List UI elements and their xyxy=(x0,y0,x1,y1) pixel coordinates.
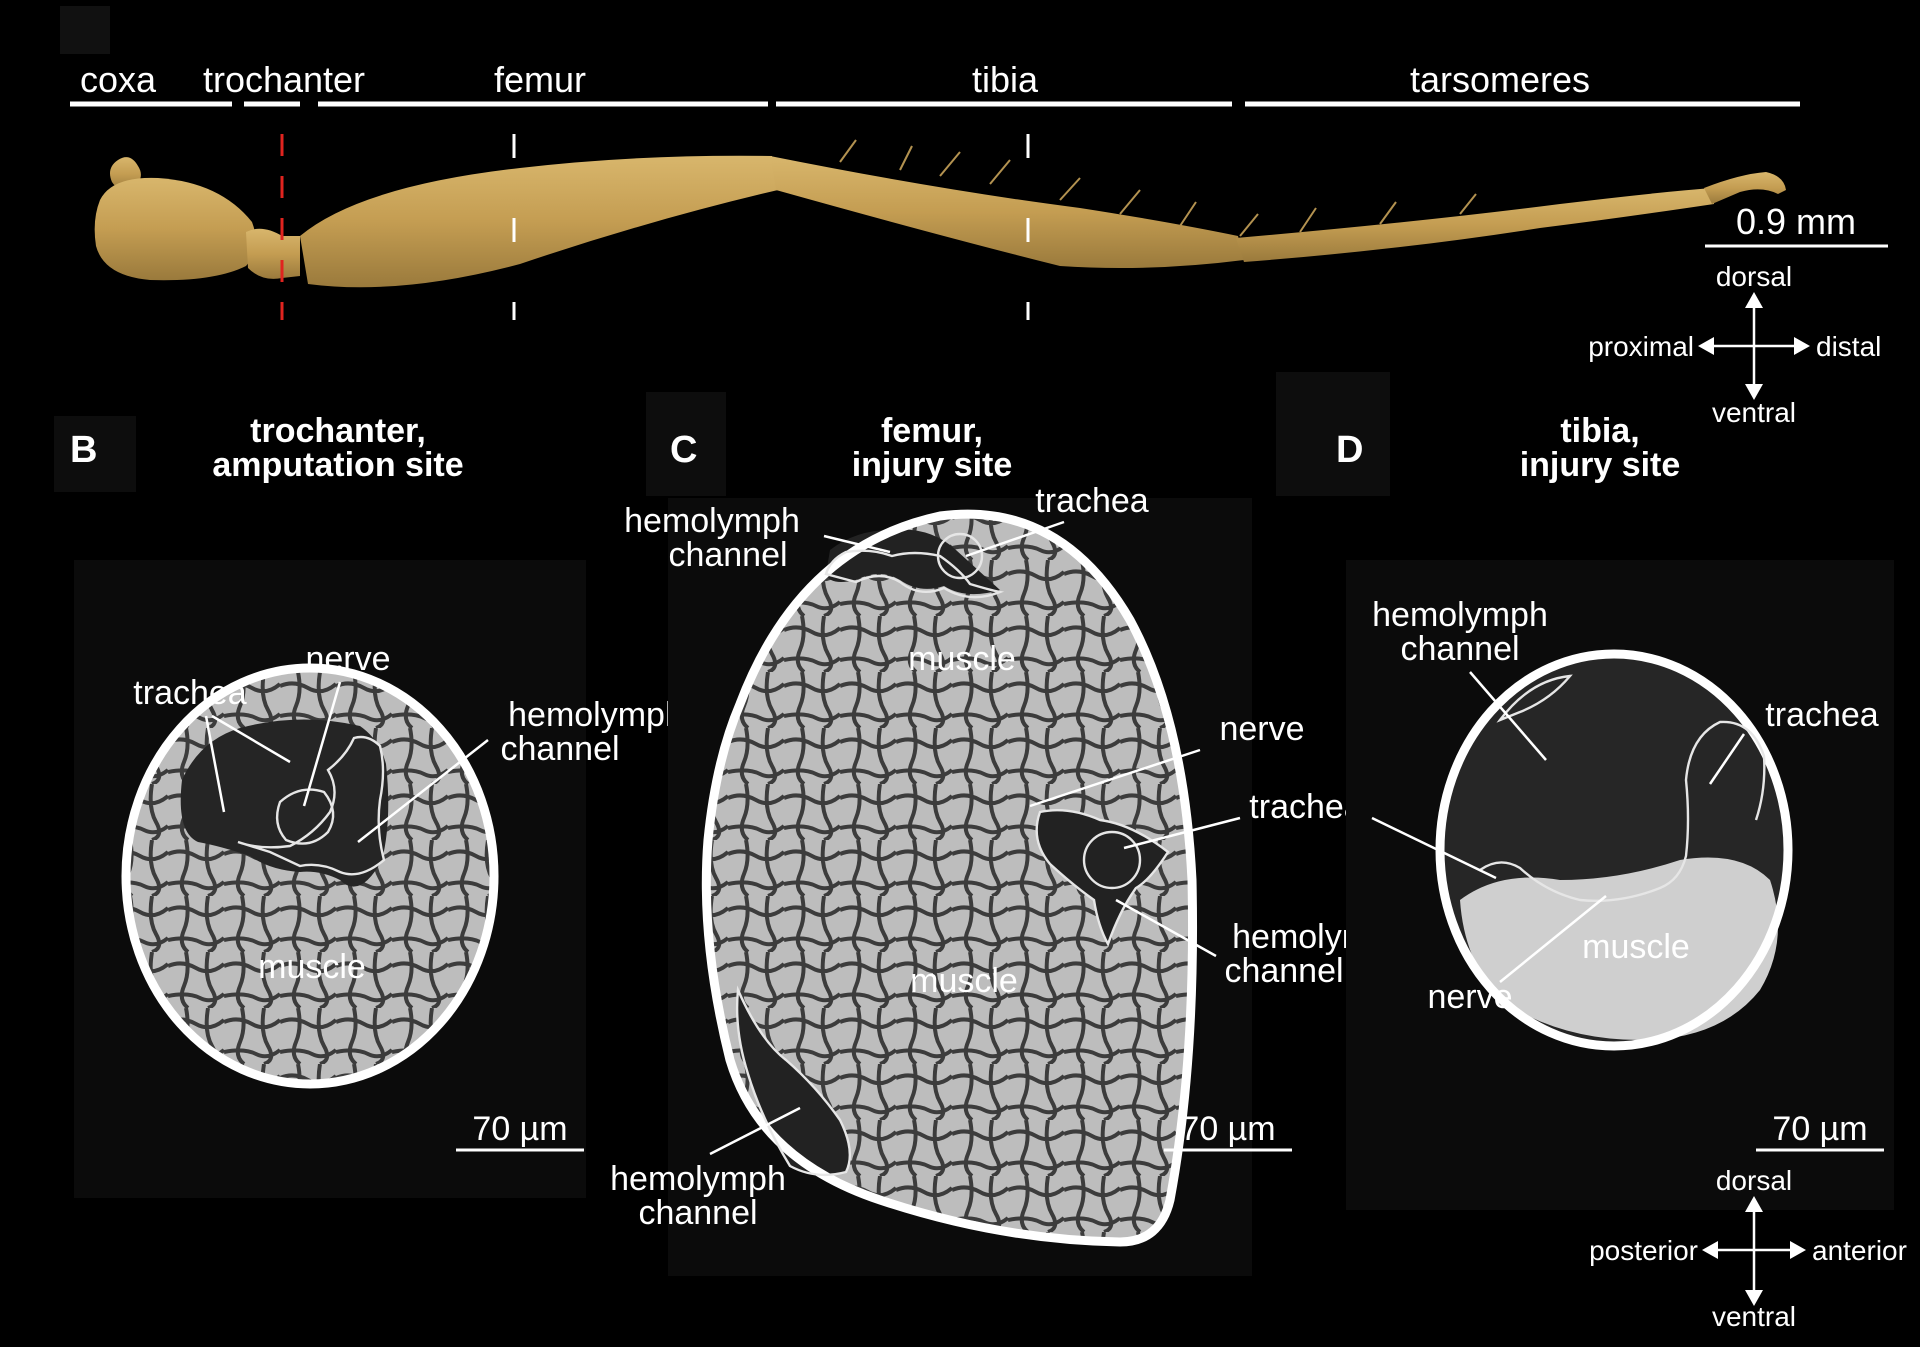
scan-c-outline-mid xyxy=(1035,809,1170,947)
label-c-trachea-mid: trachea xyxy=(1249,788,1362,826)
leader-d-nerve xyxy=(1499,895,1607,983)
label-b-channel: channel xyxy=(500,730,619,768)
panel-b-title-line2: amputation site xyxy=(212,446,463,484)
label-d-nerve: nerve xyxy=(1427,978,1512,1016)
orientation-proximal: proximal xyxy=(1588,331,1694,362)
orientation-compass-d: dorsal ventral posterior anterior xyxy=(1589,1165,1907,1332)
orientation-ventral: ventral xyxy=(1712,397,1796,428)
label-c-nerve: nerve xyxy=(1219,710,1304,748)
label-d-hemolymph: hemolymph xyxy=(1372,596,1548,634)
panel-c-letter: C xyxy=(670,429,697,471)
leader-d-hemolymph xyxy=(1469,671,1547,761)
label-c-muscle-mid: muscle xyxy=(910,962,1018,1000)
label-b-trachea: trachea xyxy=(133,674,246,712)
scale-bar-label-d: 70 µm xyxy=(1772,1110,1867,1148)
leader-d-trachea xyxy=(1708,733,1746,785)
segment-label-tibia: tibia xyxy=(972,59,1039,100)
label-b-muscle: muscle xyxy=(258,948,366,986)
scale-bar-label-a: 0.9 mm xyxy=(1736,201,1856,242)
scan-d-outline xyxy=(1479,720,1766,902)
panel-b-title-line1: trochanter, xyxy=(250,412,426,450)
leader-b-nerve xyxy=(302,681,342,807)
leader-b-trachea-1 xyxy=(204,715,226,813)
leader-b-hemolymph xyxy=(357,739,489,843)
orientation-posterior: posterior xyxy=(1589,1235,1698,1266)
leader-b-trachea-2 xyxy=(211,714,291,764)
panel-b: B trochanter, amputation site trachea ne… xyxy=(54,412,684,1198)
leader-c-nerve xyxy=(1029,748,1201,808)
label-c-channel-top: channel xyxy=(668,536,787,574)
scan-c-outline-bottom xyxy=(735,985,852,1177)
label-c-muscle-top: muscle xyxy=(908,640,1016,678)
panel-b-letter: B xyxy=(70,429,97,471)
label-c-trachea-top: trachea xyxy=(1035,482,1148,520)
leader-c-trachea-top xyxy=(965,520,1065,558)
scale-bar-label-b: 70 µm xyxy=(472,1110,567,1148)
label-c-channel-mid: channel xyxy=(1224,952,1343,990)
label-b-nerve: nerve xyxy=(305,640,390,678)
panel-d-title-line2: injury site xyxy=(1520,446,1681,484)
panel-c-title-line1: femur, xyxy=(881,412,983,450)
leader-c-hemolymph-bottom xyxy=(709,1106,801,1156)
panel-c: C femur, injury site hemolymph channel t… xyxy=(610,392,1408,1276)
label-d-muscle: muscle xyxy=(1582,928,1690,966)
scan-c-cuticle xyxy=(701,509,1198,1247)
panel-d-letter-box xyxy=(1276,372,1390,496)
orientation-compass-a: dorsal ventral proximal distal xyxy=(1588,261,1881,428)
scan-c-trachea-top-outline xyxy=(936,532,984,580)
scan-c-muscle xyxy=(706,514,1193,1242)
panel-a: coxa trochanter femur tibia tarsomeres xyxy=(60,6,1888,428)
segment-label-femur: femur xyxy=(494,59,586,100)
panel-d-letter: D xyxy=(1336,429,1363,471)
panel-d-title-line1: tibia, xyxy=(1560,412,1639,450)
scan-c-outline-top xyxy=(824,549,1005,599)
label-b-hemolymph: hemolymph xyxy=(508,696,684,734)
segment-label-trochanter: trochanter xyxy=(203,59,365,100)
leader-c-trachea-mid xyxy=(1123,816,1241,850)
scan-d-muscle xyxy=(1460,857,1778,1040)
scan-c-trachea-mid-outline xyxy=(1082,830,1142,890)
scan-c-hemolymph-bottom xyxy=(737,990,850,1175)
panel-b-letter-box xyxy=(54,416,136,492)
leader-c-trachea-mid-extension xyxy=(1371,816,1497,880)
scan-b-cuticle xyxy=(121,663,499,1089)
scan-b-outline xyxy=(237,735,386,876)
orientation-dorsal-d: dorsal xyxy=(1716,1165,1792,1196)
leader-c-hemolymph-top xyxy=(823,534,891,554)
orientation-dorsal: dorsal xyxy=(1716,261,1792,292)
panel-d: D tibia, injury site hemolymph channel t… xyxy=(1276,372,1907,1332)
segment-labels: coxa trochanter femur tibia tarsomeres xyxy=(80,59,1590,100)
segment-label-coxa: coxa xyxy=(80,59,157,100)
orientation-distal: distal xyxy=(1816,331,1881,362)
label-c-channel-bottom: channel xyxy=(638,1194,757,1232)
orientation-ventral-d: ventral xyxy=(1712,1301,1796,1332)
label-c-hemolymph-top: hemolymph xyxy=(624,502,800,540)
panel-a-letter-box xyxy=(60,6,110,54)
panel-c-letter-box xyxy=(646,392,726,496)
scan-d-outline-top xyxy=(1496,674,1573,723)
orientation-anterior: anterior xyxy=(1812,1235,1907,1266)
leg-render xyxy=(94,139,1786,288)
label-c-hemolymph-bottom: hemolymph xyxy=(610,1160,786,1198)
scan-b-nerve-outline xyxy=(275,788,335,845)
label-d-channel: channel xyxy=(1400,630,1519,668)
scale-bar-label-c: 70 µm xyxy=(1180,1110,1275,1148)
label-d-trachea: trachea xyxy=(1765,696,1878,734)
panel-c-title-line2: injury site xyxy=(852,446,1013,484)
leader-c-hemolymph-mid xyxy=(1115,898,1217,958)
segment-label-tarsomeres: tarsomeres xyxy=(1410,59,1590,100)
